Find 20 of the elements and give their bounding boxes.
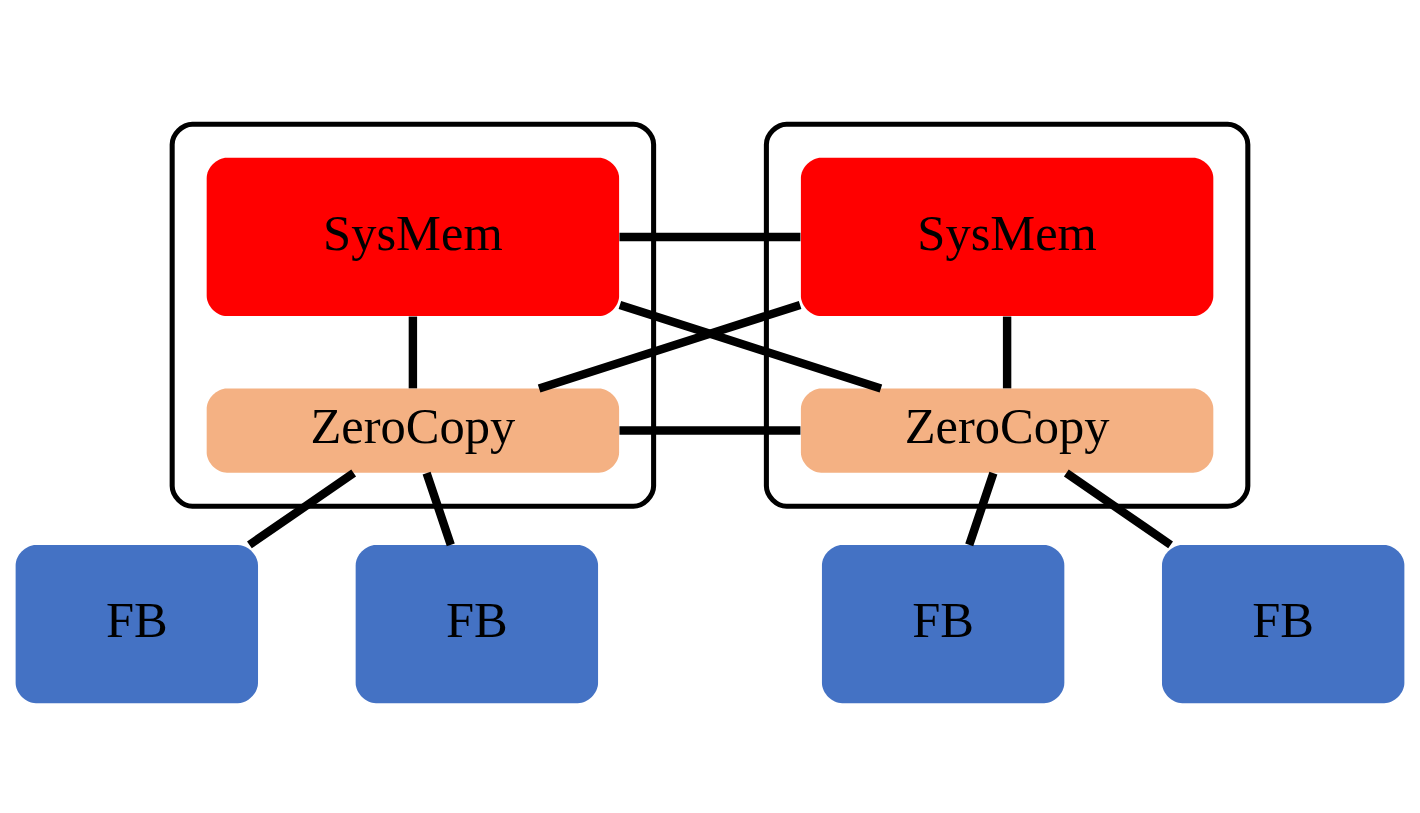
connector bbox=[1002, 316, 1012, 388]
node-box: FB bbox=[355, 544, 599, 703]
connector bbox=[965, 471, 998, 546]
connector bbox=[1063, 469, 1173, 548]
node-box: FB bbox=[1161, 544, 1405, 703]
node-box: FB bbox=[821, 544, 1065, 703]
connector bbox=[619, 425, 801, 435]
node-box: SysMem bbox=[800, 157, 1214, 316]
connector bbox=[408, 316, 418, 388]
connector bbox=[537, 300, 802, 392]
connector bbox=[619, 232, 801, 241]
cluster bbox=[169, 121, 657, 509]
connector bbox=[247, 469, 357, 548]
cluster bbox=[763, 121, 1251, 509]
connector bbox=[422, 471, 455, 546]
node-box: ZeroCopy bbox=[206, 388, 620, 473]
node-box: SysMem bbox=[206, 157, 620, 316]
node-box: FB bbox=[15, 544, 259, 703]
node-box: ZeroCopy bbox=[800, 388, 1214, 473]
connector bbox=[618, 300, 883, 392]
